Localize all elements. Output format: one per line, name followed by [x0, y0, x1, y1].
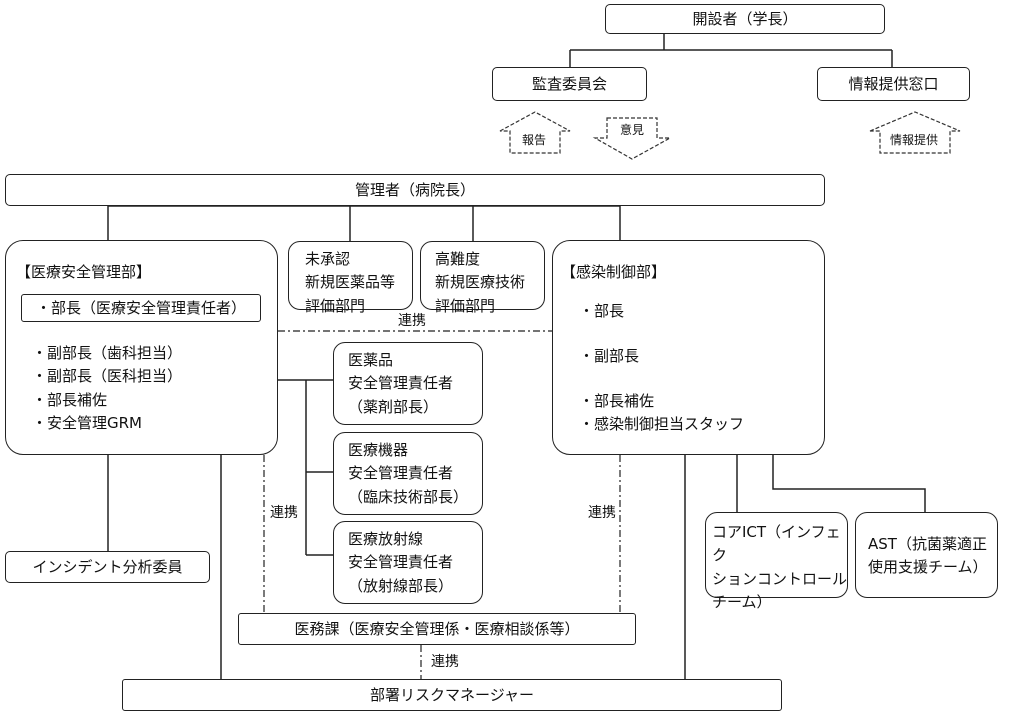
- incident-committee-label: インシデント分析委員: [32, 557, 183, 576]
- info-arrow: [869, 111, 961, 154]
- infection-dept-box: 【感染制御部】 ・部長 ・副部長 ・部長補佐 ・感染制御担当スタッフ: [552, 240, 825, 455]
- opinion-arrow: [592, 117, 671, 160]
- info-arrow-label: 情報提供: [890, 133, 939, 147]
- founder-box: 開設者（学長）: [605, 4, 885, 34]
- safety-dept-box: 【医療安全管理部】 ・副部長（歯科担当） ・副部長（医科担当） ・部長補佐 ・安…: [5, 240, 278, 455]
- radiation-safety-officer-label: 医療放射線 安全管理責任者 （放射線部長）: [348, 530, 454, 595]
- risk-managers-label: 部署リスクマネージャー: [370, 685, 534, 704]
- drug-safety-officer-label: 医薬品 安全管理責任者 （薬剤部長）: [348, 351, 454, 416]
- link-label-left: 連携: [268, 505, 300, 521]
- incident-committee-box: インシデント分析委員: [5, 551, 210, 583]
- core-ict-label: コアICT（インフェク ションコントロール チーム）: [712, 523, 848, 611]
- audit-committee-label: 監査委員会: [531, 74, 607, 93]
- audit-committee-box: 監査委員会: [492, 67, 647, 101]
- connector-line: [772, 455, 926, 512]
- link-label-top: 連携: [395, 314, 429, 328]
- report-arrow: [499, 111, 571, 154]
- radiation-safety-officer-box: 医療放射線 安全管理責任者 （放射線部長）: [333, 521, 483, 604]
- safety-head-box: ・部長（医療安全管理責任者）: [21, 294, 261, 322]
- ast-label: AST（抗菌薬適正 使用支援チーム）: [868, 535, 988, 577]
- link-label-bottom: 連携: [429, 654, 461, 670]
- unapproved-drug-eval-label: 未承認 新規医薬品等 評価部門: [305, 250, 396, 315]
- core-ict-box: コアICT（インフェク ションコントロール チーム）: [705, 512, 848, 611]
- advanced-tech-eval-label: 高難度 新規医療技術 評価部門: [435, 250, 526, 315]
- safety-dept-members: ・副部長（歯科担当） ・副部長（医科担当） ・部長補佐 ・安全管理GRM: [32, 344, 183, 432]
- administrator-label: 管理者（病院長）: [354, 180, 475, 199]
- report-arrow-label: 報告: [522, 133, 547, 147]
- ast-box: AST（抗菌薬適正 使用支援チーム）: [855, 512, 998, 598]
- device-safety-officer-box: 医療機器 安全管理責任者 （臨床技術部長）: [333, 432, 483, 515]
- device-safety-officer-label: 医療機器 安全管理責任者 （臨床技術部長）: [348, 441, 469, 506]
- medical-affairs-label: 医務課（医療安全管理係・医療相談係等）: [294, 619, 580, 638]
- administrator-box: 管理者（病院長）: [5, 174, 825, 206]
- infection-vice: ・副部長: [579, 347, 640, 365]
- infection-assistant: ・部長補佐 ・感染制御担当スタッフ: [579, 392, 745, 434]
- info-window-box: 情報提供窓口: [817, 67, 970, 101]
- drug-safety-officer-box: 医薬品 安全管理責任者 （薬剤部長）: [333, 342, 483, 425]
- safety-dept-title: 【医療安全管理部】: [16, 263, 152, 281]
- opinion-arrow-label: 意見: [620, 123, 645, 137]
- infection-dept-title: 【感染制御部】: [561, 263, 667, 281]
- advanced-tech-eval-box: 高難度 新規医療技術 評価部門: [420, 241, 545, 315]
- unapproved-drug-eval-box: 未承認 新規医薬品等 評価部門: [288, 241, 413, 315]
- info-window-label: 情報提供窓口: [848, 74, 939, 93]
- medical-affairs-box: 医務課（医療安全管理係・医療相談係等）: [238, 613, 636, 645]
- safety-head-label: ・部長（医療安全管理責任者）: [35, 298, 246, 317]
- link-label-right: 連携: [586, 505, 618, 521]
- founder-label: 開設者（学長）: [692, 9, 798, 28]
- risk-managers-box: 部署リスクマネージャー: [122, 679, 782, 711]
- infection-head: ・部長: [579, 302, 625, 320]
